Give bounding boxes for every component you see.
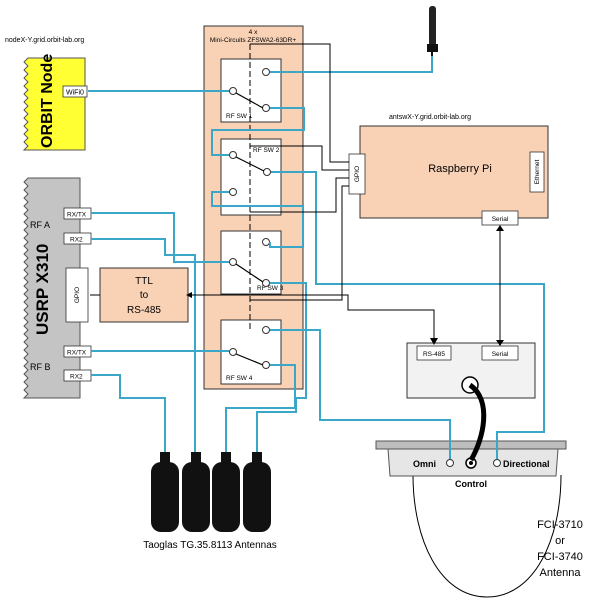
wire-gpio-sw2 bbox=[250, 145, 349, 171]
rf-sw-1-label: RF SW 1 bbox=[226, 113, 253, 120]
taoglas-antennas-label: Taoglas TG.35.8113 Antennas bbox=[143, 540, 277, 551]
converter-line3: RS-485 bbox=[127, 305, 161, 316]
usrp-rf-a-label: RF A bbox=[30, 220, 50, 230]
controller-rs485-label: RS-485 bbox=[423, 351, 445, 358]
taoglas-antenna-4-icon bbox=[243, 452, 271, 532]
switch-4-contacts bbox=[229, 326, 270, 369]
antenna-base-plate bbox=[375, 440, 567, 450]
taoglas-antenna-3-icon bbox=[212, 452, 240, 532]
cable-sw4-to-omni bbox=[270, 329, 451, 459]
rpi-gpio-port bbox=[348, 153, 366, 195]
arrow-rs485-port bbox=[430, 338, 438, 345]
arrow-controller-serial bbox=[496, 340, 504, 346]
usrp-rxtx-b-label: RX/TX bbox=[67, 350, 87, 357]
wifi0-port-label: WiFi0 bbox=[66, 90, 84, 97]
wifi-antenna-icon bbox=[427, 6, 438, 57]
rf-sw-3-label: RF SW 3 bbox=[257, 285, 284, 292]
omni-port-label: Omni bbox=[413, 459, 436, 469]
usrp-rf-b-label: RF B bbox=[30, 362, 51, 372]
cable-sw1-to-wifi-antenna bbox=[270, 56, 433, 73]
rpi-ethernet-port bbox=[529, 151, 545, 193]
ttl-rs485-converter bbox=[99, 267, 189, 323]
wifi0-port bbox=[62, 85, 88, 98]
control-cable bbox=[468, 382, 487, 462]
switch-group-model: Mini-Circuits ZFSWA2-63DR+ bbox=[210, 37, 296, 44]
switch-3-contacts bbox=[229, 238, 270, 287]
controller-serial-label: Serial bbox=[492, 351, 509, 358]
fci-label-line1: FCI-3710 bbox=[537, 519, 583, 531]
controller-rs485-port bbox=[416, 345, 452, 361]
rpi-ethernet-label: Ethernet bbox=[534, 160, 541, 185]
converter-line1: TTL bbox=[135, 276, 153, 287]
converter-line2: to bbox=[140, 290, 149, 301]
rpi-serial-label: Serial bbox=[492, 216, 509, 223]
raspberry-pi-title: Raspberry Pi bbox=[428, 163, 492, 175]
wire-converter-to-rs485 bbox=[188, 294, 435, 340]
cable-sw4-to-antenna-3 bbox=[225, 364, 296, 452]
taoglas-antenna-2-icon bbox=[182, 452, 210, 532]
orbit-hostname: nodeX-Y.grid.orbit-lab.org bbox=[5, 37, 84, 44]
raspberry-pi-board bbox=[359, 125, 549, 219]
taoglas-antenna-1-icon bbox=[151, 452, 179, 532]
fci-label-line4: Antenna bbox=[540, 567, 582, 579]
cable-sw1-to-sw2 bbox=[211, 107, 305, 156]
control-port-label: Control bbox=[455, 479, 487, 489]
usrp-gpio-port bbox=[65, 267, 89, 323]
switch-1-contacts bbox=[229, 68, 270, 112]
cable-usrp-rx2-b-to-antenna-1 bbox=[91, 374, 166, 452]
rf-sw-4-label: RF SW 4 bbox=[226, 375, 253, 382]
orbit-node-body bbox=[22, 57, 86, 151]
orbit-node-title: ORBIT Node bbox=[39, 54, 56, 148]
control-wires bbox=[90, 43, 504, 346]
arrow-rpi-serial bbox=[496, 225, 504, 231]
directional-port-label: Directional bbox=[503, 459, 550, 469]
usrp-title: USRP X310 bbox=[33, 244, 52, 335]
usrp-rx2-b-label: RX2 bbox=[70, 374, 83, 381]
cable-usrp-rx2-a-to-antenna-2 bbox=[91, 238, 196, 452]
usrp-rx2-a-label: RX2 bbox=[70, 237, 83, 244]
wire-gpio-sw4 bbox=[250, 185, 349, 301]
fci-label-line3: FCI-3740 bbox=[537, 551, 583, 563]
rpi-gpio-label: GPIO bbox=[354, 166, 361, 182]
omni-port bbox=[446, 459, 454, 467]
cable-sw2-to-sw3 bbox=[211, 191, 304, 248]
cable-usrp-rxtx-a-to-sw3 bbox=[91, 212, 229, 263]
rf-sw-2-label: RF SW 2 bbox=[253, 147, 280, 154]
switch-group-count: 4 x bbox=[249, 29, 258, 36]
fci-antenna-dome bbox=[412, 474, 562, 598]
wire-gpio-sw3 bbox=[250, 177, 349, 213]
raspberry-hostname: antswX-Y.grid.orbit-lab.org bbox=[389, 114, 471, 121]
fci-label-line2: or bbox=[555, 535, 565, 547]
arrow-converter-input bbox=[186, 292, 192, 298]
rf-cables bbox=[88, 56, 545, 459]
cable-sw2-to-directional bbox=[271, 171, 545, 459]
usrp-rxtx-a-label: RX/TX bbox=[67, 212, 87, 219]
control-port-pin bbox=[469, 461, 473, 465]
wire-gpio-sw1 bbox=[250, 43, 349, 163]
directional-port bbox=[493, 459, 501, 467]
switch-2-contacts bbox=[229, 151, 271, 196]
usrp-gpio-label: GPIO bbox=[74, 287, 81, 303]
